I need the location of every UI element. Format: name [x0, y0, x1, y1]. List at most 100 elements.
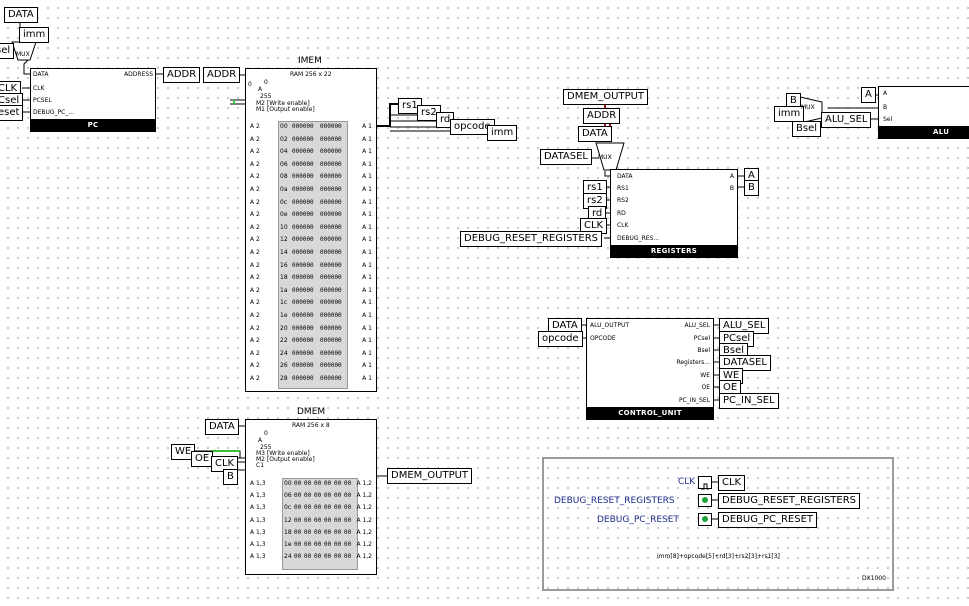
alu-component[interactable]: A B Sel ALU	[878, 86, 969, 139]
imem-cell[interactable]: 000000	[292, 123, 314, 130]
imem-cell[interactable]: 000000	[320, 223, 342, 231]
imem-cell[interactable]: 000000	[292, 223, 314, 231]
tunnel-data-reg[interactable]: DATA	[578, 126, 612, 142]
imem-cell[interactable]: 000000	[320, 274, 342, 282]
tunnel-opcode[interactable]: opcode	[450, 119, 495, 135]
dmem-cell[interactable]: 00	[324, 504, 332, 512]
imem-component[interactable]: RAM 256 x 22 0 0 A 255 M2 [Write enable]…	[245, 68, 377, 392]
imem-cell[interactable]: 000000	[320, 299, 342, 307]
tunnel-panel-debug-pc-reset[interactable]: DEBUG_PC_RESET	[718, 512, 818, 528]
tunnel-reset-pc[interactable]: eset	[0, 105, 24, 121]
dmem-cell[interactable]: 00	[334, 480, 342, 487]
tunnel-dmem-oe[interactable]: OE	[191, 451, 214, 467]
tunnel-imem-addr[interactable]: ADDR	[203, 67, 241, 83]
imem-cell[interactable]: 000000	[292, 286, 314, 294]
dmem-cell[interactable]: 00	[314, 541, 322, 548]
imem-cell[interactable]: 000000	[320, 236, 342, 244]
imem-cell[interactable]: 000000	[320, 186, 342, 193]
imem-cell[interactable]: 000000	[320, 286, 342, 294]
tunnel-dmem-data[interactable]: DATA	[205, 419, 239, 435]
dmem-cell[interactable]: 00	[314, 528, 322, 536]
imem-cell[interactable]: 000000	[292, 173, 314, 181]
tunnel-addr-reg[interactable]: ADDR	[583, 108, 621, 124]
imem-cell[interactable]: 000000	[292, 261, 314, 269]
dmem-cell[interactable]: 00	[304, 480, 312, 487]
imem-cell[interactable]: 000000	[320, 160, 342, 168]
dmem-cell[interactable]: 00	[294, 480, 302, 487]
dmem-cell[interactable]: 00	[294, 492, 302, 500]
imem-cell[interactable]: 000000	[320, 362, 342, 370]
imem-cell[interactable]: 000000	[320, 198, 342, 206]
imem-cell[interactable]: 000000	[292, 312, 314, 319]
imem-cell[interactable]: 000000	[320, 324, 342, 332]
tunnel-dmem-output-top[interactable]: DMEM_OUTPUT	[563, 89, 649, 105]
tunnel-imm[interactable]: imm	[487, 125, 518, 141]
dmem-cell[interactable]: 00	[304, 541, 312, 548]
dmem-cell[interactable]: 00	[304, 492, 312, 500]
dmem-cell[interactable]: 00	[324, 528, 332, 536]
imem-cell[interactable]: 000000	[320, 337, 342, 345]
imem-cell[interactable]: 000000	[320, 261, 342, 269]
imem-cell[interactable]: 000000	[320, 173, 342, 181]
dmem-component[interactable]: RAM 256 x 8 0 A 255 M3 [Write enable] M2…	[245, 419, 377, 575]
imem-cell[interactable]: 000000	[320, 349, 342, 357]
dmem-cell[interactable]: 00	[334, 504, 342, 512]
dmem-cell[interactable]: 00	[334, 516, 342, 524]
imem-cell[interactable]: 000000	[292, 186, 314, 193]
dmem-cell[interactable]: 00	[294, 504, 302, 512]
button-debug-reset-registers[interactable]	[698, 494, 712, 507]
imem-cell[interactable]: 000000	[320, 312, 342, 319]
dmem-cell[interactable]: 00	[334, 541, 342, 548]
dmem-cell[interactable]: 00	[324, 541, 332, 548]
tunnel-debug-reset-registers[interactable]: DEBUG_RESET_REGISTERS	[460, 231, 603, 247]
tunnel-dmem-b[interactable]: B	[223, 469, 238, 485]
tunnel-cu-oe[interactable]: OE	[719, 380, 742, 396]
tunnel-panel-clk[interactable]: CLK	[718, 475, 746, 491]
dmem-cell[interactable]: 00	[344, 516, 352, 524]
control-unit-component[interactable]: ALU_OUTPUT OPCODE ALU_SEL PCsel Bsel Reg…	[586, 318, 714, 420]
dmem-cell[interactable]: 00	[344, 504, 352, 512]
pc-component[interactable]: DATA CLK PCSEL DEBUG_PC_... ADDRESS PC	[30, 68, 156, 132]
dmem-cell[interactable]: 00	[334, 553, 342, 561]
tunnel-alu-a[interactable]: A	[861, 87, 876, 103]
imem-cell[interactable]: 000000	[292, 299, 314, 307]
imem-cell[interactable]: 000000	[292, 362, 314, 370]
dmem-cell[interactable]: 00	[344, 492, 352, 500]
dmem-cell[interactable]: 00	[304, 516, 312, 524]
tunnel-alu-sel[interactable]: ALU_SEL	[821, 112, 872, 128]
tunnel-dmem-we[interactable]: WE	[171, 444, 196, 460]
tunnel-sel-top[interactable]: sel	[0, 43, 15, 59]
dmem-cell[interactable]: 00	[344, 480, 352, 487]
imem-cell[interactable]: 000000	[292, 160, 314, 168]
dmem-cell[interactable]: 00	[304, 553, 312, 561]
tunnel-reg-b[interactable]: B	[744, 180, 759, 196]
dmem-cell[interactable]: 00	[344, 541, 352, 548]
dmem-cell[interactable]: 00	[344, 528, 352, 536]
imem-cell[interactable]: 000000	[320, 375, 342, 382]
dmem-cell[interactable]: 00	[344, 553, 352, 561]
dmem-cell[interactable]: 00	[314, 492, 322, 500]
imem-cell[interactable]: 000000	[292, 198, 314, 206]
dmem-cell[interactable]: 00	[294, 541, 302, 548]
dmem-cell[interactable]: 00	[324, 553, 332, 561]
imem-cell[interactable]: 000000	[292, 337, 314, 345]
imem-cell[interactable]: 000000	[292, 148, 314, 156]
dmem-cell[interactable]: 00	[324, 480, 332, 487]
tunnel-alu-bsel[interactable]: Bsel	[792, 121, 822, 137]
dmem-cell[interactable]: 00	[314, 504, 322, 512]
imem-cell[interactable]: 000000	[292, 249, 314, 256]
button-debug-pc-reset[interactable]	[698, 513, 712, 526]
imem-cell[interactable]: 000000	[320, 148, 342, 156]
dmem-cell[interactable]: 00	[304, 504, 312, 512]
dmem-cell[interactable]: 00	[294, 528, 302, 536]
imem-cell[interactable]: 000000	[320, 135, 342, 143]
clock-icon[interactable]	[698, 476, 712, 490]
dmem-cell[interactable]: 00	[314, 553, 322, 561]
imem-cell[interactable]: 000000	[292, 349, 314, 357]
imem-cell[interactable]: 000000	[320, 249, 342, 256]
tunnel-cu-pc-in-sel[interactable]: PC_IN_SEL	[719, 393, 779, 409]
dmem-cell[interactable]: 00	[324, 492, 332, 500]
tunnel-panel-debug-reset-registers[interactable]: DEBUG_RESET_REGISTERS	[718, 493, 861, 509]
dmem-cell[interactable]: 00	[294, 553, 302, 561]
dmem-cell[interactable]: 00	[334, 492, 342, 500]
